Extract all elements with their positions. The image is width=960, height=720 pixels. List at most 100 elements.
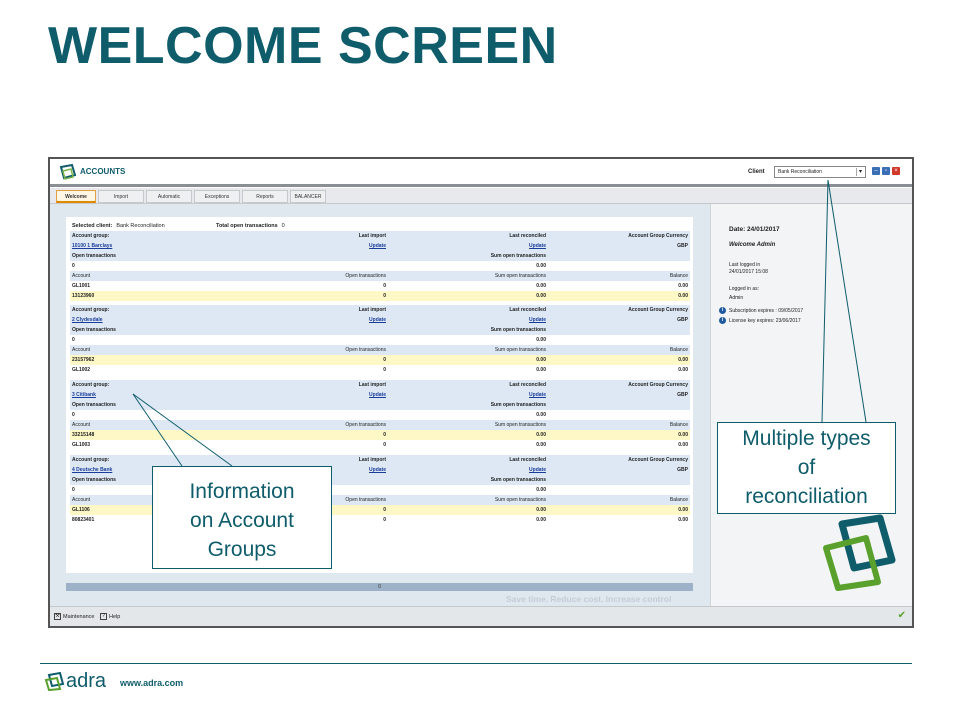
- close-icon[interactable]: ×: [892, 167, 900, 175]
- update-import-link[interactable]: Update: [369, 392, 386, 398]
- group-currency: GBP: [677, 243, 688, 249]
- update-reconciled-link[interactable]: Update: [529, 317, 546, 323]
- update-import-link[interactable]: Update: [369, 317, 386, 323]
- account-balance: 0.00: [678, 283, 688, 289]
- account-sum: 0.00: [536, 357, 546, 363]
- license-expiry: License key expires: 23/06/2017: [729, 318, 801, 324]
- account-balance: 0.00: [678, 442, 688, 448]
- update-import-link[interactable]: Update: [369, 467, 386, 473]
- account-open: 0: [383, 283, 386, 289]
- account-open: 0: [383, 517, 386, 523]
- account-id[interactable]: GL1106: [72, 507, 90, 513]
- last-reconciled-header: Last reconciled: [509, 457, 546, 463]
- group-currency: GBP: [677, 467, 688, 473]
- maintenance-button[interactable]: ⚒Maintenance: [54, 613, 95, 620]
- open-transactions-header: Open transactions: [345, 497, 386, 503]
- currency-header: Account Group Currency: [628, 382, 688, 388]
- sum-open-header: Sum open transactions: [494, 273, 546, 279]
- footer-brand: adra: [66, 670, 107, 692]
- account-open: 0: [383, 367, 386, 373]
- last-import-header: Last import: [358, 457, 386, 463]
- group-name-row: 10100 1 Barclays Update Update GBP: [70, 241, 690, 251]
- tab-reports[interactable]: Reports: [242, 190, 288, 203]
- open-transactions-row: Open transactions Sum open transactions: [70, 251, 690, 261]
- callout-line: Groups: [207, 538, 277, 561]
- account-header: Account: [72, 422, 91, 428]
- restore-icon[interactable]: ▫: [882, 167, 890, 175]
- account-id[interactable]: GL1002: [72, 367, 91, 373]
- account-open: 0: [383, 507, 386, 513]
- update-import-link[interactable]: Update: [369, 243, 386, 249]
- callout-line: on Account: [190, 509, 294, 532]
- account-sum: 0.00: [536, 517, 546, 523]
- account-group-link[interactable]: 2 Clydesdale: [72, 317, 103, 323]
- last-logged-value: 24/01/2017 15:08: [729, 269, 768, 275]
- account-group-link[interactable]: 10100 1 Barclays: [72, 243, 113, 249]
- balance-header: Balance: [669, 273, 688, 279]
- open-transactions-label: Open transactions: [72, 327, 116, 333]
- help-button[interactable]: ?Help: [100, 613, 120, 620]
- open-transactions-header: Open transactions: [345, 347, 386, 353]
- app-name: ACCOUNTS: [80, 167, 126, 176]
- account-group-label: Account group:: [72, 457, 110, 463]
- tab-import[interactable]: Import: [98, 190, 144, 203]
- account-sum: 0.00: [536, 367, 546, 373]
- account-group-link[interactable]: 4 Deutsche Bank: [72, 467, 113, 473]
- info-sidebar: Date: 24/01/2017 Welcome Admin Last logg…: [710, 204, 912, 606]
- open-transactions-value: 0: [72, 487, 75, 493]
- slide-title: WELCOME SCREEN: [48, 17, 558, 75]
- tab-balancer[interactable]: BALANCER: [290, 190, 326, 203]
- account-row: GL1002 0 0.00 0.00: [70, 365, 690, 375]
- client-label: Client: [748, 169, 765, 175]
- balance-header: Balance: [669, 422, 688, 428]
- minimize-icon[interactable]: –: [872, 167, 880, 175]
- callout-line: Multiple types: [742, 427, 871, 450]
- last-reconciled-header: Last reconciled: [509, 382, 546, 388]
- last-import-header: Last import: [358, 233, 386, 239]
- info-icon: i: [719, 307, 726, 314]
- account-id[interactable]: 33215148: [72, 432, 95, 438]
- footer-url[interactable]: www.adra.com: [120, 678, 184, 688]
- update-reconciled-link[interactable]: Update: [529, 392, 546, 398]
- reconciliation-callout: Multiple types of reconciliation: [717, 422, 896, 514]
- adra-mark-icon: [823, 514, 896, 591]
- open-transactions-value: 0: [72, 337, 75, 343]
- account-group-link[interactable]: 3 Citibank: [72, 392, 96, 398]
- horizontal-scrollbar[interactable]: 0: [66, 583, 693, 591]
- logged-as-value: Admin: [729, 295, 744, 301]
- account-sum: 0.00: [536, 283, 546, 289]
- account-sum: 0.00: [536, 293, 546, 299]
- sum-open-header: Sum open transactions: [490, 253, 546, 259]
- update-reconciled-link[interactable]: Update: [529, 467, 546, 473]
- account-balance: 0.00: [678, 367, 688, 373]
- account-id[interactable]: GL1001: [72, 283, 91, 289]
- account-id[interactable]: 23157962: [72, 357, 95, 363]
- account-balance: 0.00: [678, 517, 688, 523]
- account-open: 0: [383, 442, 386, 448]
- account-id[interactable]: 13123960: [72, 293, 95, 299]
- check-icon: ✔: [897, 610, 906, 621]
- account-header: Account: [72, 347, 91, 353]
- update-reconciled-link[interactable]: Update: [529, 243, 546, 249]
- tab-exceptions[interactable]: Exceptions: [194, 190, 240, 203]
- logged-as-label: Logged in as:: [729, 286, 760, 292]
- client-select-value: Bank Reconciliation: [778, 169, 822, 175]
- open-transactions-label: Open transactions: [72, 253, 116, 259]
- tab-welcome[interactable]: Welcome: [56, 190, 96, 203]
- tab-automatic[interactable]: Automatic: [146, 190, 192, 203]
- account-id[interactable]: GL1003: [72, 442, 91, 448]
- open-transactions-header: Open transactions: [345, 422, 386, 428]
- account-id[interactable]: 80823401: [72, 517, 95, 523]
- client-select[interactable]: Bank Reconciliation ▾: [774, 166, 866, 178]
